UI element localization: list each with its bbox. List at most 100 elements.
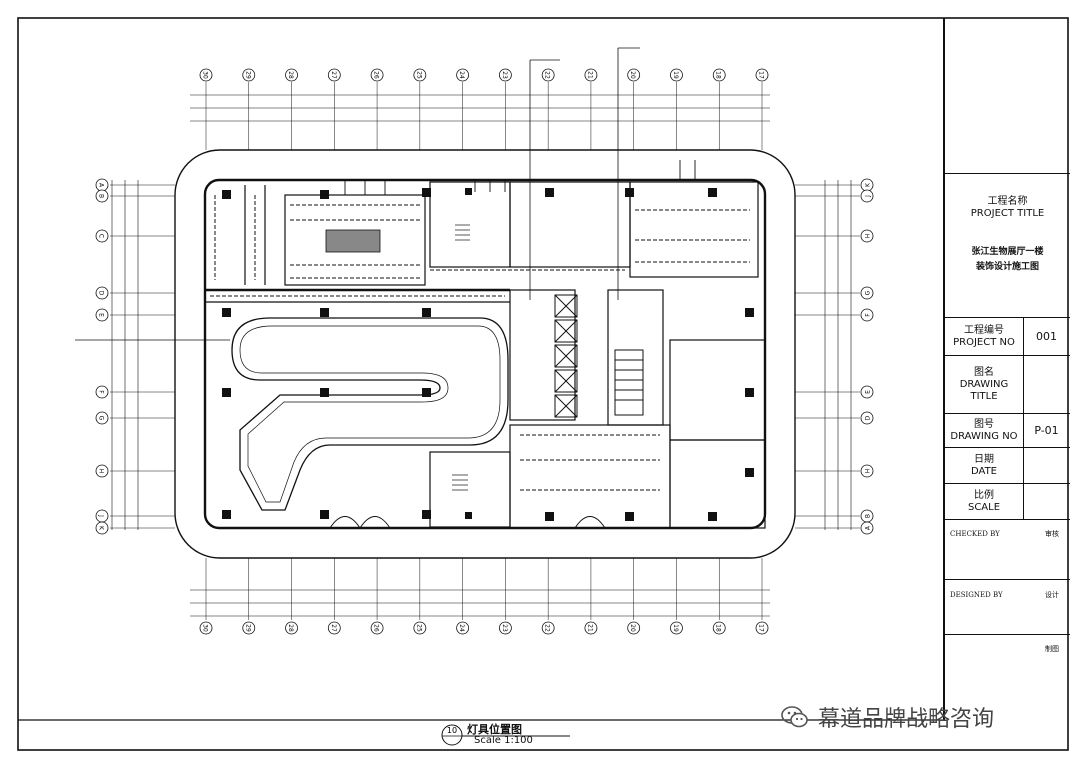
grid-axis-bubble-bottom-30: 30 (199, 621, 213, 635)
grid-axis-bubble-left-G-label: G (98, 416, 105, 421)
scale-cell: 比例 SCALE (945, 484, 1070, 520)
designed-by-cn: 设计 (1045, 591, 1059, 599)
drawing-caption-title: 灯具位置图 (467, 723, 522, 736)
sheet-border (17, 17, 1069, 751)
grid-axis-bubble-top-25-label: 25 (415, 71, 422, 79)
drawing-title-cell: 图名 DRAWING TITLE (945, 356, 1070, 414)
grid-axis-bubble-left-H-label: H (98, 469, 105, 474)
grid-axis-bubble-top-29: 29 (242, 68, 256, 82)
grid-axis-bubble-bottom-25-label: 25 (415, 624, 422, 632)
scale-en: SCALE (967, 501, 1001, 513)
grid-axis-bubble-right-G-label: G (865, 290, 872, 295)
grid-axis-bubble-right-H: H (860, 464, 874, 478)
grid-axis-bubble-bottom-19-label: 19 (672, 624, 679, 632)
grid-axis-bubble-bottom-17: 17 (755, 621, 769, 635)
grid-axis-bubble-right-F-label: F (865, 313, 872, 317)
grid-axis-bubble-right-G: G (860, 286, 874, 300)
project-no-cn: 工程编号 (964, 324, 1004, 336)
title-block: 工程名称 PROJECT TITLE 张江生物展厅一楼 装饰设计施工图 工程编号… (943, 18, 1070, 720)
drawing-caption: 灯具位置图 Scale 1:100 (436, 721, 576, 749)
drawing-no-cn: 图号 (974, 418, 994, 430)
grid-axis-bubble-top-24-label: 24 (458, 71, 465, 79)
checked-by-en: CHECKED BY (950, 530, 1000, 538)
date-cell: 日期 DATE (945, 448, 1070, 484)
grid-axis-bubble-left-F-label: F (98, 390, 105, 394)
grid-axis-bubble-top-23-label: 23 (501, 71, 508, 79)
light-fixture-lines (210, 195, 750, 491)
drawing-caption-scale: Scale 1:100 (474, 735, 533, 746)
grid-axis-vertical-lines (205, 82, 763, 620)
drawn-by-cn: 制图 (1045, 645, 1059, 653)
drawing-title-cn: 图名 (974, 366, 994, 378)
grid-axis-bubble-bottom-27-label: 27 (330, 624, 337, 632)
grid-axis-bubble-left-J-label: J (98, 514, 105, 517)
drawing-no-cell: 图号 DRAWING NO P-01 (945, 414, 1070, 448)
grid-axis-bubble-left-B: B (95, 189, 109, 203)
grid-axis-bubble-top-22: 22 (541, 68, 555, 82)
grid-axis-bubble-top-17-label: 17 (758, 71, 765, 79)
grid-axis-bubble-bottom-24-label: 24 (458, 624, 465, 632)
designed-by-cell: DESIGNED BY 设计 (945, 580, 1070, 635)
grid-axis-bubble-right-A-label: A (865, 525, 872, 530)
grid-axis-bubble-bottom-28-label: 28 (287, 624, 294, 632)
grid-axis-bubble-top-28-label: 28 (287, 71, 294, 79)
grid-axis-bubble-right-D-label: D (865, 415, 872, 420)
grid-axis-bubble-bottom-22-label: 22 (544, 624, 551, 632)
grid-axis-bubble-bottom-21-label: 21 (586, 624, 593, 632)
doors (329, 160, 696, 529)
grid-axis-bubble-bottom-25: 25 (413, 621, 427, 635)
grid-axis-bubble-bottom-26-label: 26 (373, 624, 380, 632)
grid-axis-bubble-top-30: 30 (199, 68, 213, 82)
checked-by-cell: CHECKED BY 审核 (945, 520, 1070, 580)
project-title-en: PROJECT TITLE (970, 208, 1045, 219)
grid-axis-bubble-top-25: 25 (413, 68, 427, 82)
project-title-cn: 工程名称 (987, 196, 1028, 207)
grid-axis-bubble-bottom-26: 26 (370, 621, 384, 635)
top-dimension-lines (111, 94, 852, 617)
project-no-en: PROJECT NO (953, 336, 1015, 348)
project-name-line1: 张江生物展厅一楼 (971, 247, 1044, 257)
grid-axis-bubble-top-20-label: 20 (629, 71, 636, 79)
grid-axis-bubble-right-B: B (860, 509, 874, 523)
title-block-blank (945, 18, 1070, 173)
grid-axis-horizontal-lines (110, 184, 860, 529)
grid-axis-bubble-top-19-label: 19 (672, 71, 679, 79)
grid-axis-bubble-right-H-label: H (865, 234, 872, 239)
grid-axis-bubble-left-E: E (95, 308, 109, 322)
grid-axis-bubble-right-K-label: K (865, 182, 872, 187)
grid-axis-bubble-top-30-label: 30 (202, 71, 209, 79)
grid-axis-bubble-bottom-28: 28 (285, 621, 298, 635)
drawn-by-cell: 制图 (945, 635, 1070, 720)
drawing-no-en: DRAWING NO (950, 430, 1018, 442)
room-partitions (205, 181, 766, 529)
grid-axis-bubble-right-K: K (860, 178, 874, 192)
watermark-text: 幕道品牌战略咨询 (818, 707, 995, 732)
grid-axis-bubble-top-19: 19 (670, 68, 683, 82)
scale-cn: 比例 (974, 489, 994, 501)
drawing-no-value: P-01 (1034, 423, 1059, 437)
grid-axis-bubble-left-F: F (95, 385, 109, 399)
designed-by-en: DESIGNED BY (950, 591, 1003, 599)
project-no-value: 001 (1036, 329, 1057, 343)
grid-axis-bubble-bottom-29: 29 (242, 621, 256, 635)
grid-axis-bubble-top-21: 21 (584, 68, 598, 82)
grid-axis-bubble-top-26: 26 (370, 68, 384, 82)
grid-axis-bubble-right-J: J (860, 189, 874, 203)
grid-axis-bubble-right-A: A (860, 521, 874, 535)
grid-axis-bubble-right-E-label: E (865, 390, 872, 394)
grid-axis-bubble-bottom-20-label: 20 (629, 624, 636, 632)
grid-axis-bubble-bottom-20: 20 (627, 621, 641, 635)
drawing-title-en1: DRAWING (959, 378, 1009, 390)
stairs (452, 224, 470, 491)
caption-number: 10 (447, 726, 457, 735)
grid-axis-bubble-left-C-label: C (98, 234, 105, 238)
grid-axis-bubble-right-H-label: H (865, 469, 872, 474)
date-cn: 日期 (974, 453, 994, 465)
grid-axis-bubble-bottom-27: 27 (327, 621, 341, 635)
grid-axis-bubble-top-23: 23 (498, 68, 512, 82)
grid-axis-bubble-top-29-label: 29 (244, 71, 251, 79)
caption-number-bubble (441, 724, 463, 746)
drawing-title-en2: TITLE (970, 390, 998, 402)
